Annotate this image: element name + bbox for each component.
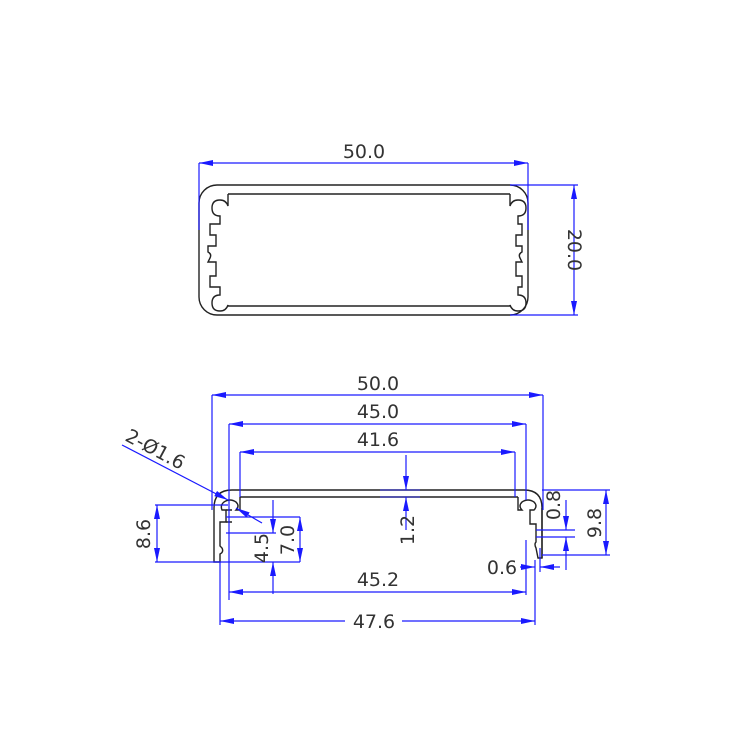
bottom-45-width-label: 45.0 [357,401,399,423]
bottom-width-dimension: 47.6 [219,560,536,633]
slot-depth-label: 4.5 [251,533,273,563]
top-view-height-dimension: 20.0 [510,184,585,316]
bottom-overall-width-label: 50.0 [357,373,399,395]
top-height-label: 20.0 [563,229,585,271]
wall-thickness-dimension: 1.2 [380,455,420,545]
slot-dimensions: 4.5 7.0 [220,500,303,594]
hole-callout-leader: 2-Ø1.6 [122,425,263,524]
bottom-overall-width-dimension: 50.0 [211,373,544,510]
wall-thickness-label: 1.2 [397,515,419,545]
bottom-width-label: 47.6 [353,611,395,633]
left-height-dimension: 8.6 [133,504,228,563]
top-view-width-dimension: 50.0 [198,141,529,230]
gap-label: 0.6 [487,557,517,579]
bottom-45-width-dimension: 45.0 [228,401,527,600]
right-small-label: 0.8 [543,490,565,520]
left-height-label: 8.6 [133,519,155,549]
bottom-41-width-dimension: 41.6 [239,429,516,497]
slot-height-label: 7.0 [277,525,299,555]
top-width-label: 50.0 [343,141,385,163]
inner-width-dimension: 45.2 [229,540,527,595]
bottom-41-width-label: 41.6 [357,429,399,451]
top-view-profile [198,184,529,316]
right-height-label: 9.8 [584,508,606,538]
right-height-dimensions: 0.8 9.8 [536,489,610,570]
inner-width-label: 45.2 [357,569,399,591]
gap-dimension: 0.6 [487,548,560,579]
